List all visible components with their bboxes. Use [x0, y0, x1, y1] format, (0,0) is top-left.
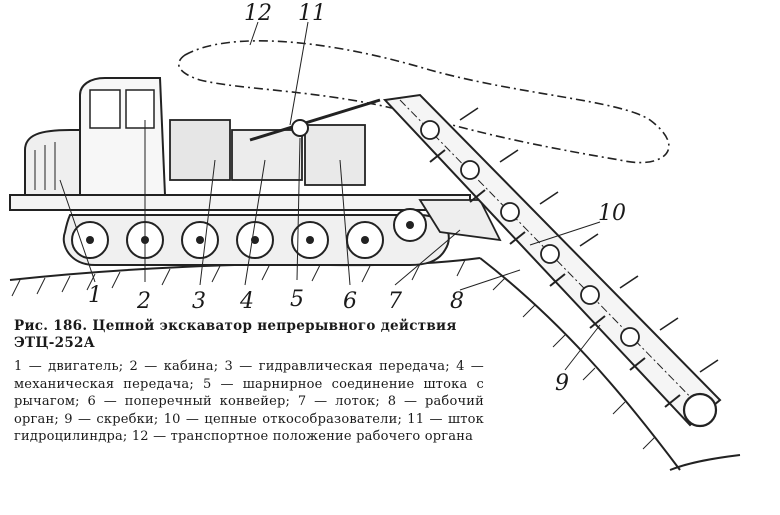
cabin-window-side — [125, 89, 155, 129]
label-8: 8 — [450, 289, 464, 314]
chute-tray — [418, 199, 502, 242]
mechanical-transmission — [231, 129, 303, 181]
chain-scrapers — [429, 149, 681, 408]
boom-end-sprocket — [682, 392, 718, 428]
trench-left-wall — [479, 257, 681, 471]
label-3: 3 — [192, 289, 206, 314]
label-10: 10 — [598, 201, 626, 226]
trench-hatching — [492, 277, 656, 450]
label-11: 11 — [298, 1, 326, 26]
track-wheels — [71, 208, 427, 259]
label-7: 7 — [388, 289, 402, 314]
leader-lines — [59, 21, 601, 371]
label-9: 9 — [555, 371, 569, 396]
slope-forming-chains — [459, 107, 719, 373]
chassis-frame — [9, 194, 471, 211]
cylinder-rod — [249, 98, 381, 142]
label-6: 6 — [343, 289, 357, 314]
boom-rollers — [420, 120, 640, 347]
engine-grille — [34, 142, 56, 190]
cross-conveyor — [304, 124, 366, 186]
hydraulic-transmission — [169, 119, 231, 181]
label-1: 1 — [88, 283, 102, 308]
label-2: 2 — [136, 289, 151, 314]
label-5: 5 — [290, 287, 304, 312]
cabin-window-front — [89, 89, 121, 129]
label-12: 12 — [244, 1, 272, 26]
caption-title: Рис. 186. Цепной экскаватор непрерывного… — [14, 318, 457, 351]
rod-lever-joint — [291, 119, 309, 137]
label-4: 4 — [239, 289, 254, 314]
trench-bottom — [669, 454, 741, 471]
figure-caption: Рис. 186. Цепной экскаватор непрерывного… — [14, 318, 484, 446]
transport-position-outline — [177, 40, 670, 164]
boom-centerline — [399, 99, 706, 413]
caption-body: 1 — двигатель; 2 — кабина; 3 — гидравлич… — [14, 359, 484, 444]
